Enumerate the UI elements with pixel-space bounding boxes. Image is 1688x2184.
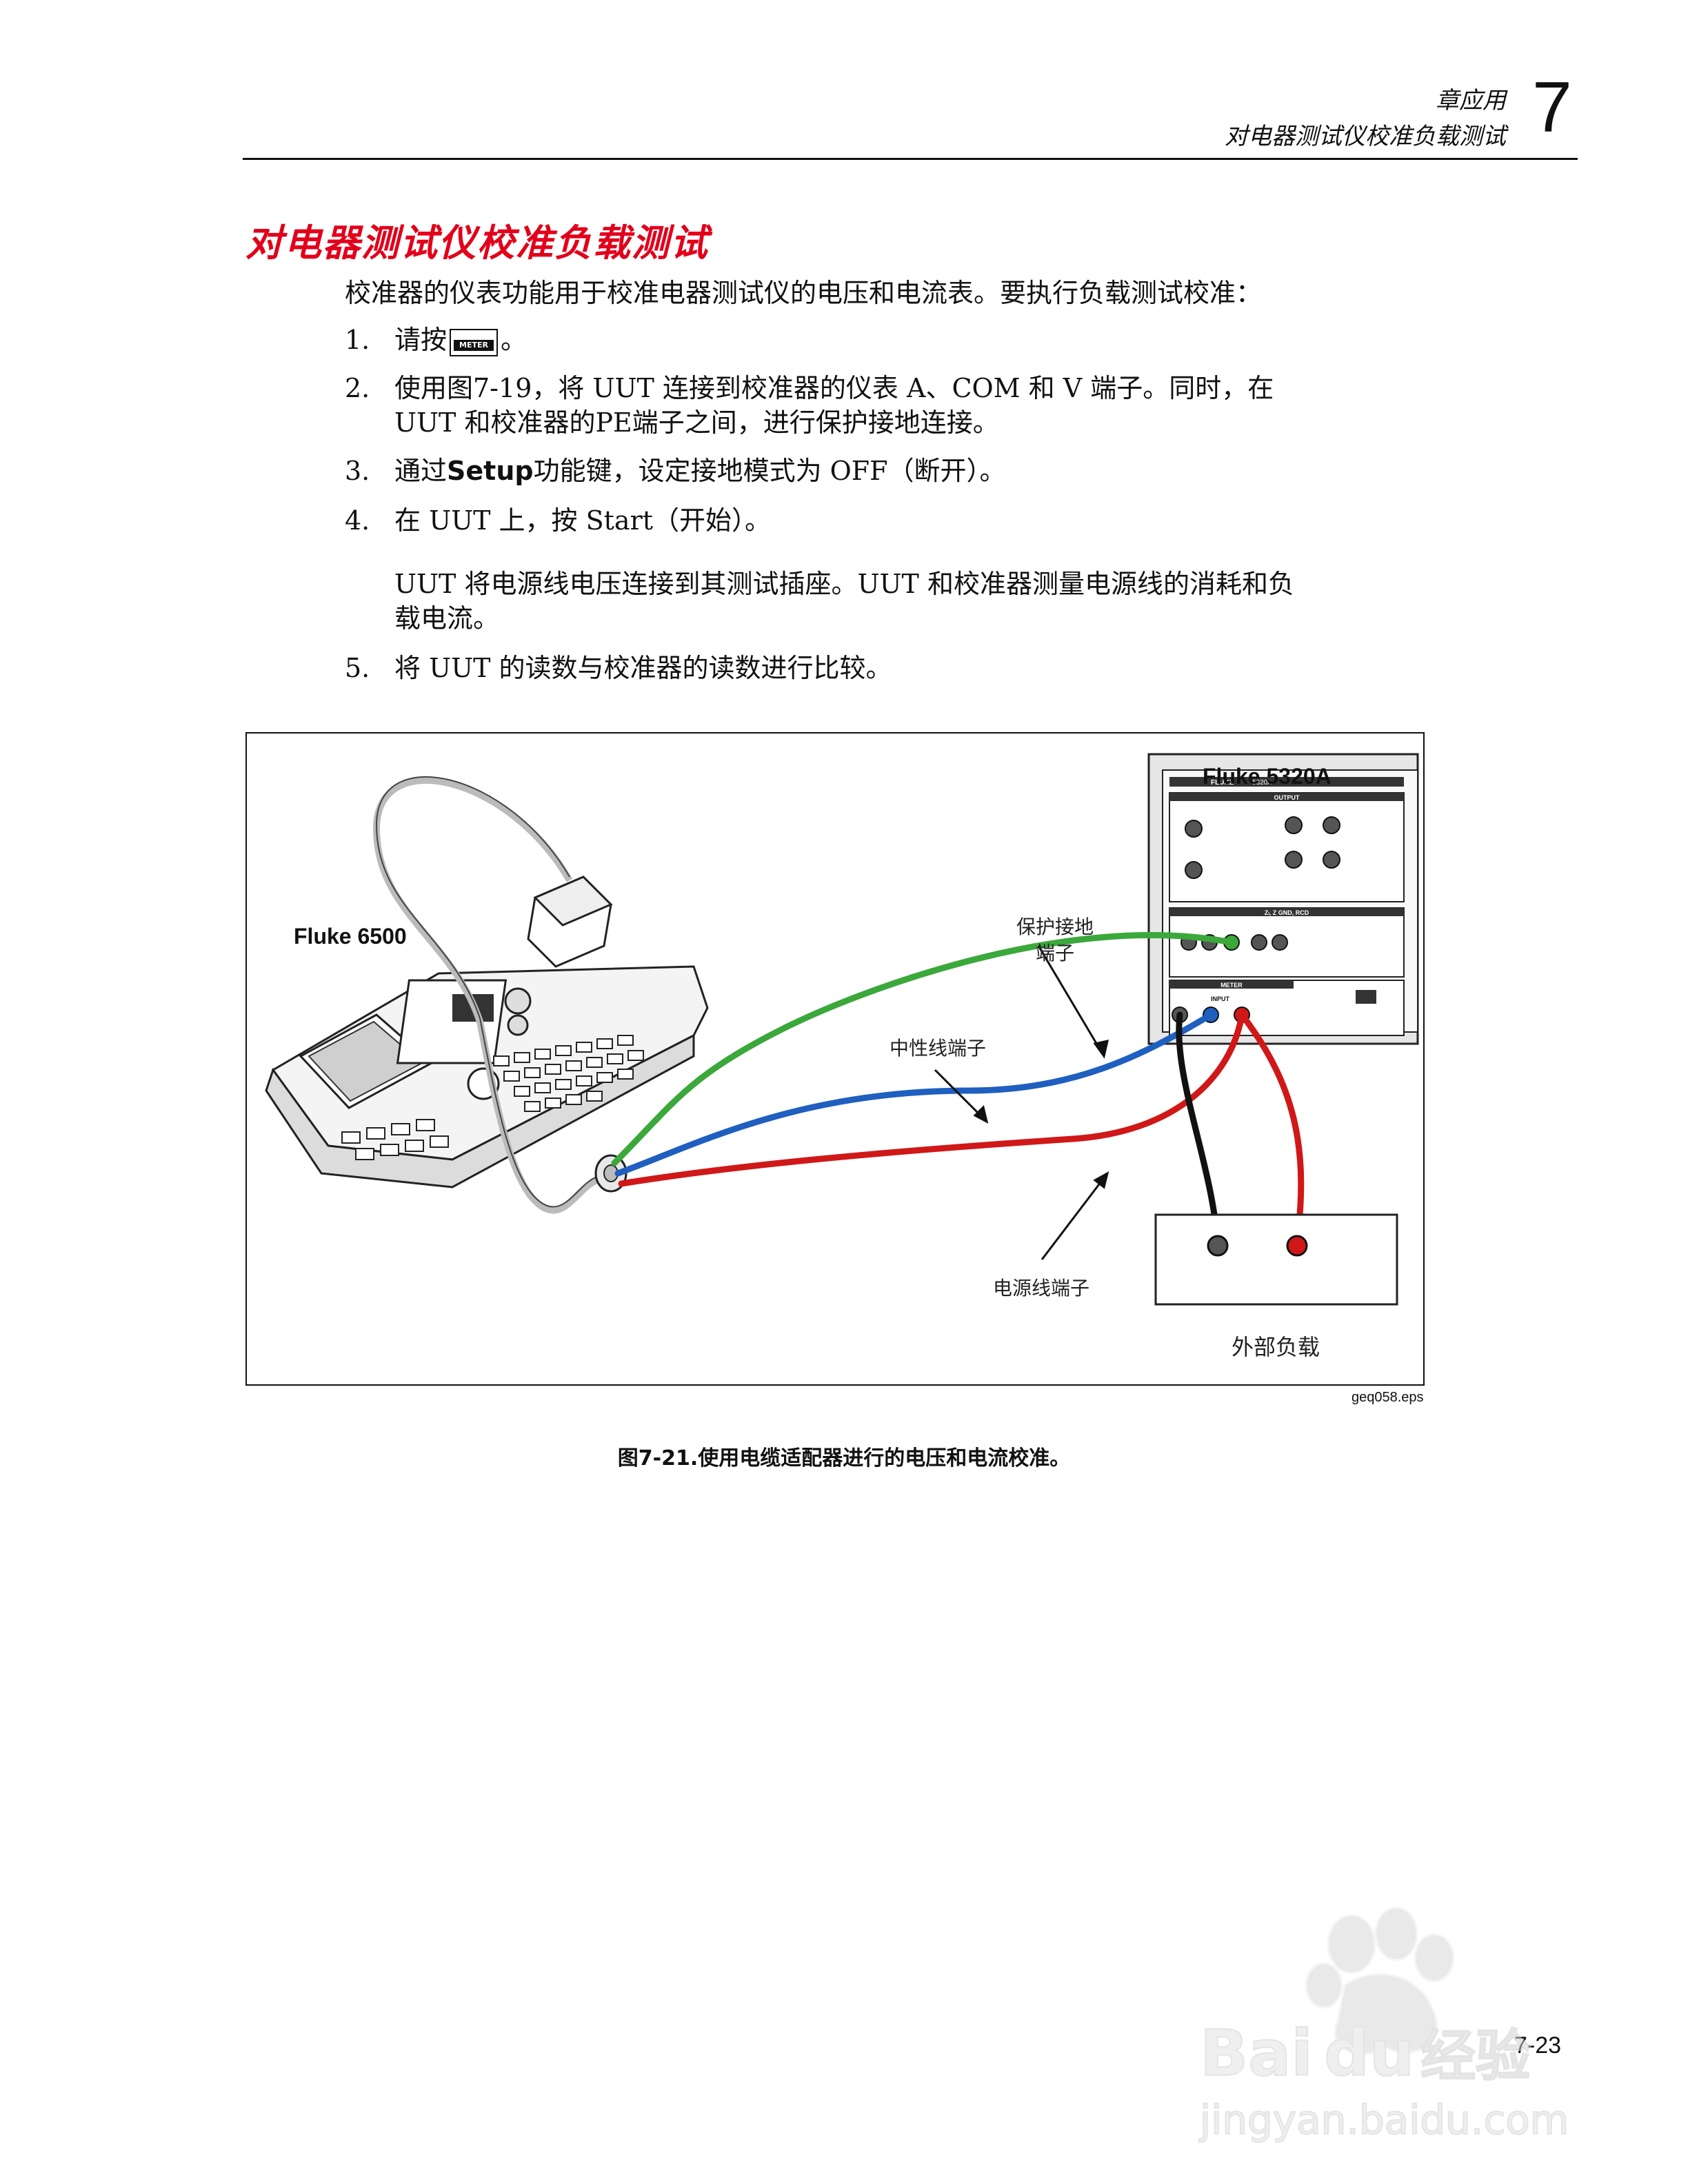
figure-filename: geq058.eps [1352, 1390, 1424, 1405]
svg-text:Bai: Bai [1200, 2016, 1313, 2090]
external-load-box [1154, 1213, 1398, 1306]
step-text: 。 [501, 325, 528, 355]
callout-line: 保护接地 [1016, 916, 1094, 938]
meter-key-icon: METER [450, 328, 499, 356]
section-title: 对电器测试仪校准负载测试 [245, 221, 709, 265]
external-load-label: 外部负载 [1231, 1334, 1320, 1360]
meter-label: METER [1220, 982, 1243, 989]
header-chapter: 章应用 [1436, 87, 1506, 114]
step-number: 1. [345, 325, 370, 355]
step-text: 请按 [394, 325, 448, 355]
svg-text:du: du [1324, 2016, 1414, 2090]
step-number: 2. [345, 373, 370, 403]
line-callout-arrow [1041, 1173, 1109, 1260]
setup-keyword: Setup [447, 456, 534, 486]
step-number: 3. [345, 456, 370, 486]
device-keypad [341, 1035, 644, 1160]
step-text: 在 UUT 上，按 Start（开始）。 [394, 505, 772, 536]
fluke-6500-label: Fluke 6500 [294, 924, 407, 949]
pe-wire [611, 932, 1235, 1166]
line-terminal-callout: 电源线端子 [992, 1277, 1089, 1300]
watermark-url: jingyan.baidu.com [1198, 2096, 1569, 2143]
rcd-label: Zₗ, Z GND, RCD [1265, 909, 1309, 916]
input-label: INPUT [1211, 995, 1230, 1002]
figure-frame [245, 732, 1425, 1386]
pe-callout-arrow [1037, 945, 1105, 1057]
fluke-5320a-label: Fluke 5320A [1203, 764, 1332, 789]
step-text: 功能键，设定接地模式为 OFF（断开）。 [533, 456, 1006, 486]
fluke-5320a-device: FLUKE 5320A OUTPUT Zₗ, Z GND, RCD METER … [1147, 753, 1419, 1045]
baidu-watermark-logo: Bai du 经验 jingyan.baidu.com [1198, 1906, 1569, 2144]
step-text: UUT 和校准器的PE端子之间，进行保护接地连接。 [394, 407, 999, 438]
adapter-cable [372, 776, 599, 1214]
step-number: 4. [345, 505, 370, 536]
step-text: 将 UUT 的读数与校准器的读数进行比较。 [394, 653, 892, 683]
neutral-wire [614, 1011, 1214, 1177]
chapter-number: 7 [1532, 68, 1572, 148]
brand-text: FLUKE [1211, 779, 1234, 787]
connection-diagram: FLUKE 5320A OUTPUT Zₗ, Z GND, RCD METER … [265, 753, 1419, 1306]
note-line: 载电流。 [394, 603, 500, 634]
step-4-note: UUT 将电源线电压连接到其测试插座。UUT 和校准器测量电源线的消耗和负 载电… [394, 567, 1429, 636]
meter-key-label: METER [454, 339, 494, 351]
header-rule [243, 158, 1578, 160]
meter-button-icon [1356, 990, 1376, 1004]
header-section: 对电器测试仪校准负载测试 [1225, 123, 1506, 150]
output-label: OUTPUT [1274, 794, 1300, 801]
model-text: 5320A [1252, 779, 1272, 787]
step-number: 5. [345, 653, 370, 683]
note-line: UUT 将电源线电压连接到其测试插座。UUT 和校准器测量电源线的消耗和负 [394, 569, 1294, 599]
neutral-terminal-callout: 中性线端子 [889, 1037, 986, 1060]
figure-caption: 图7-21.使用电缆适配器进行的电压和电流校准。 [617, 1446, 1071, 1470]
a-lead-wire [1176, 1011, 1221, 1246]
step-text: 使用图7-19，将 UUT 连接到校准器的仪表 A、COM 和 V 端子。同时，… [394, 373, 1274, 403]
callout-line: 端子 [1035, 942, 1074, 964]
v-lead-wire [1238, 1011, 1305, 1246]
step-text: 通过 [394, 456, 448, 486]
intro-paragraph: 校准器的仪表功能用于校准电器测试仪的电压和电流表。要执行负载测试校准： [345, 278, 1263, 308]
pe-terminal-callout: 保护接地 端子 [1007, 914, 1103, 967]
svg-text:经验: 经验 [1420, 2024, 1531, 2088]
line-wire [618, 1011, 1245, 1187]
page-number: 7-23 [1514, 2032, 1562, 2059]
